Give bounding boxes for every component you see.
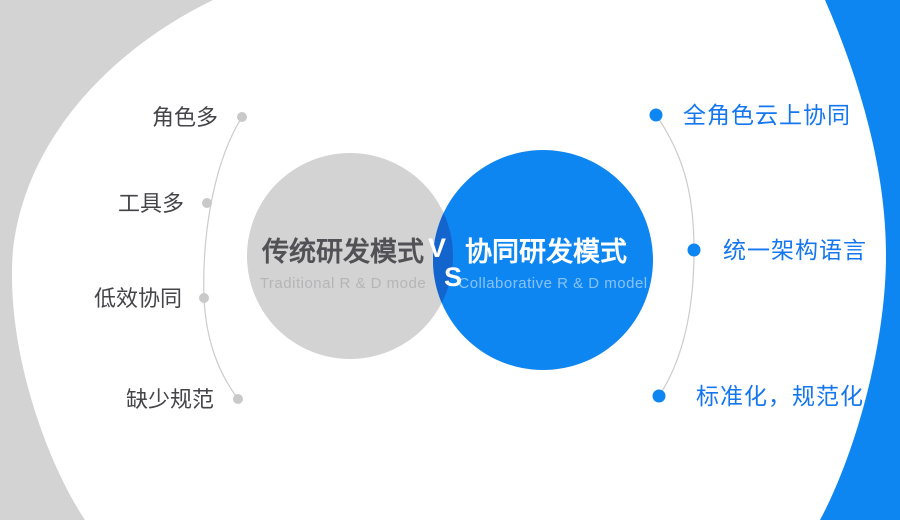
vs-label-v: V (428, 233, 446, 263)
collaborative-mode-circle (433, 150, 653, 370)
right-item-label-standardized: 标准化，规范化 (696, 383, 864, 409)
left-item-label-no-standard: 缺少规范 (126, 387, 214, 412)
collaborative-subtitle: Collaborative R & D model (458, 275, 647, 292)
left-background-arc (0, 0, 213, 520)
left-connector-curve (203, 116, 243, 400)
vs-label-s: S (444, 262, 462, 292)
traditional-title: 传统研发模式 (261, 236, 424, 267)
traditional-mode-circle (247, 153, 453, 359)
right-bullet-dot (687, 243, 701, 257)
left-bullet-dot (233, 394, 243, 404)
right-connector-curve (655, 114, 695, 397)
left-bullet-dot (237, 112, 247, 122)
right-bullet-dot (649, 108, 663, 122)
left-item-label-inefficient: 低效协同 (94, 286, 182, 311)
left-item-label-roles: 角色多 (152, 105, 218, 130)
left-bullet-dot (199, 293, 209, 303)
traditional-subtitle: Traditional R & D mode (260, 275, 426, 292)
right-item-label-unified-arch: 统一架构语言 (723, 237, 867, 263)
right-bullet-dot (652, 389, 666, 403)
left-item-label-tools: 工具多 (118, 191, 184, 216)
left-bullet-dot (202, 198, 212, 208)
right-background-arc (820, 0, 900, 520)
right-item-label-cloud-collab: 全角色云上协同 (683, 102, 851, 128)
collaborative-title: 协同研发模式 (465, 236, 627, 267)
